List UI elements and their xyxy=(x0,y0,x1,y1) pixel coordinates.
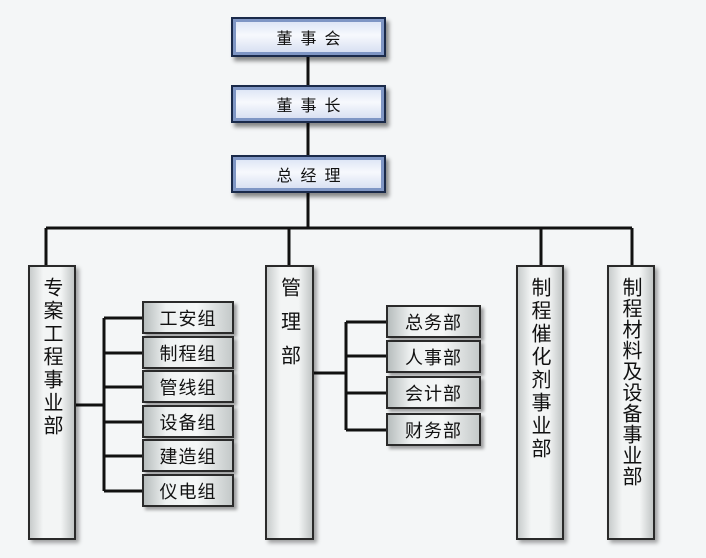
management-unit-box: 财务部 xyxy=(386,413,481,446)
special-projects-dept-box: 专案工程事业部 xyxy=(28,265,76,540)
chairman-box: 董事长 xyxy=(231,85,386,123)
catalyst-dept-box: 制程催化剂事业部 xyxy=(516,265,564,540)
group-label: 仪电组 xyxy=(159,481,217,503)
group-label: 管线组 xyxy=(159,377,217,399)
group-box: 工安组 xyxy=(142,301,234,334)
general-manager-box: 总经理 xyxy=(231,155,386,193)
group-label: 设备组 xyxy=(159,412,217,434)
management-unit-box: 会计部 xyxy=(386,376,481,409)
group-label: 工安组 xyxy=(159,308,217,330)
materials-dept-label: 制程材料及设备事业部 xyxy=(619,277,643,487)
group-label: 建造组 xyxy=(159,446,217,468)
management-unit-box: 总务部 xyxy=(386,305,481,338)
board-label: 董事会 xyxy=(276,29,349,48)
management-unit-label: 财务部 xyxy=(405,420,462,442)
board-box: 董事会 xyxy=(231,17,386,57)
group-box: 制程组 xyxy=(142,336,234,369)
group-box: 建造组 xyxy=(142,439,234,472)
materials-dept-box: 制程材料及设备事业部 xyxy=(607,265,655,540)
group-box: 管线组 xyxy=(142,370,234,403)
group-box: 仪电组 xyxy=(142,474,234,507)
management-unit-label: 会计部 xyxy=(405,383,462,405)
chairman-label: 董事长 xyxy=(276,96,349,115)
special-projects-dept-label: 专案工程事业部 xyxy=(40,277,64,438)
management-dept-label: 管理部 xyxy=(277,277,302,379)
catalyst-dept-label: 制程催化剂事业部 xyxy=(528,277,552,461)
group-box: 设备组 xyxy=(142,405,234,438)
group-label: 制程组 xyxy=(159,343,217,365)
management-unit-label: 总务部 xyxy=(405,312,462,334)
management-unit-label: 人事部 xyxy=(405,347,462,369)
general-manager-label: 总经理 xyxy=(276,166,349,185)
management-dept-box: 管理部 xyxy=(265,265,314,540)
management-unit-box: 人事部 xyxy=(386,340,481,373)
